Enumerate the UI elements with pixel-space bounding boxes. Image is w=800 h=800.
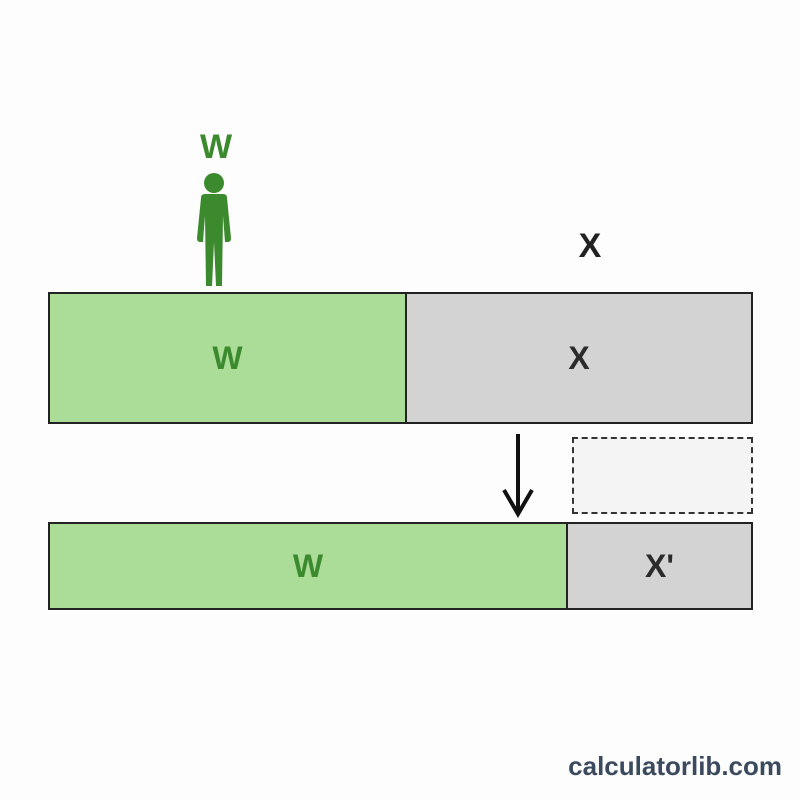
person-icon	[197, 173, 231, 286]
top-bar: W X	[48, 292, 753, 424]
bottom-bar: W X'	[48, 522, 753, 610]
top-bar-x-segment: X	[407, 294, 751, 422]
watermark: calculatorlib.com	[568, 751, 782, 781]
top-x-label: X	[578, 227, 602, 265]
top-bar-w-segment: W	[50, 294, 407, 422]
bottom-bar-w-segment: W	[50, 524, 568, 608]
arrow-down-icon	[502, 434, 534, 518]
bottom-bar-x-prime-segment: X'	[568, 524, 751, 608]
person-label: W	[199, 128, 233, 166]
removed-segment-placeholder	[572, 437, 753, 514]
